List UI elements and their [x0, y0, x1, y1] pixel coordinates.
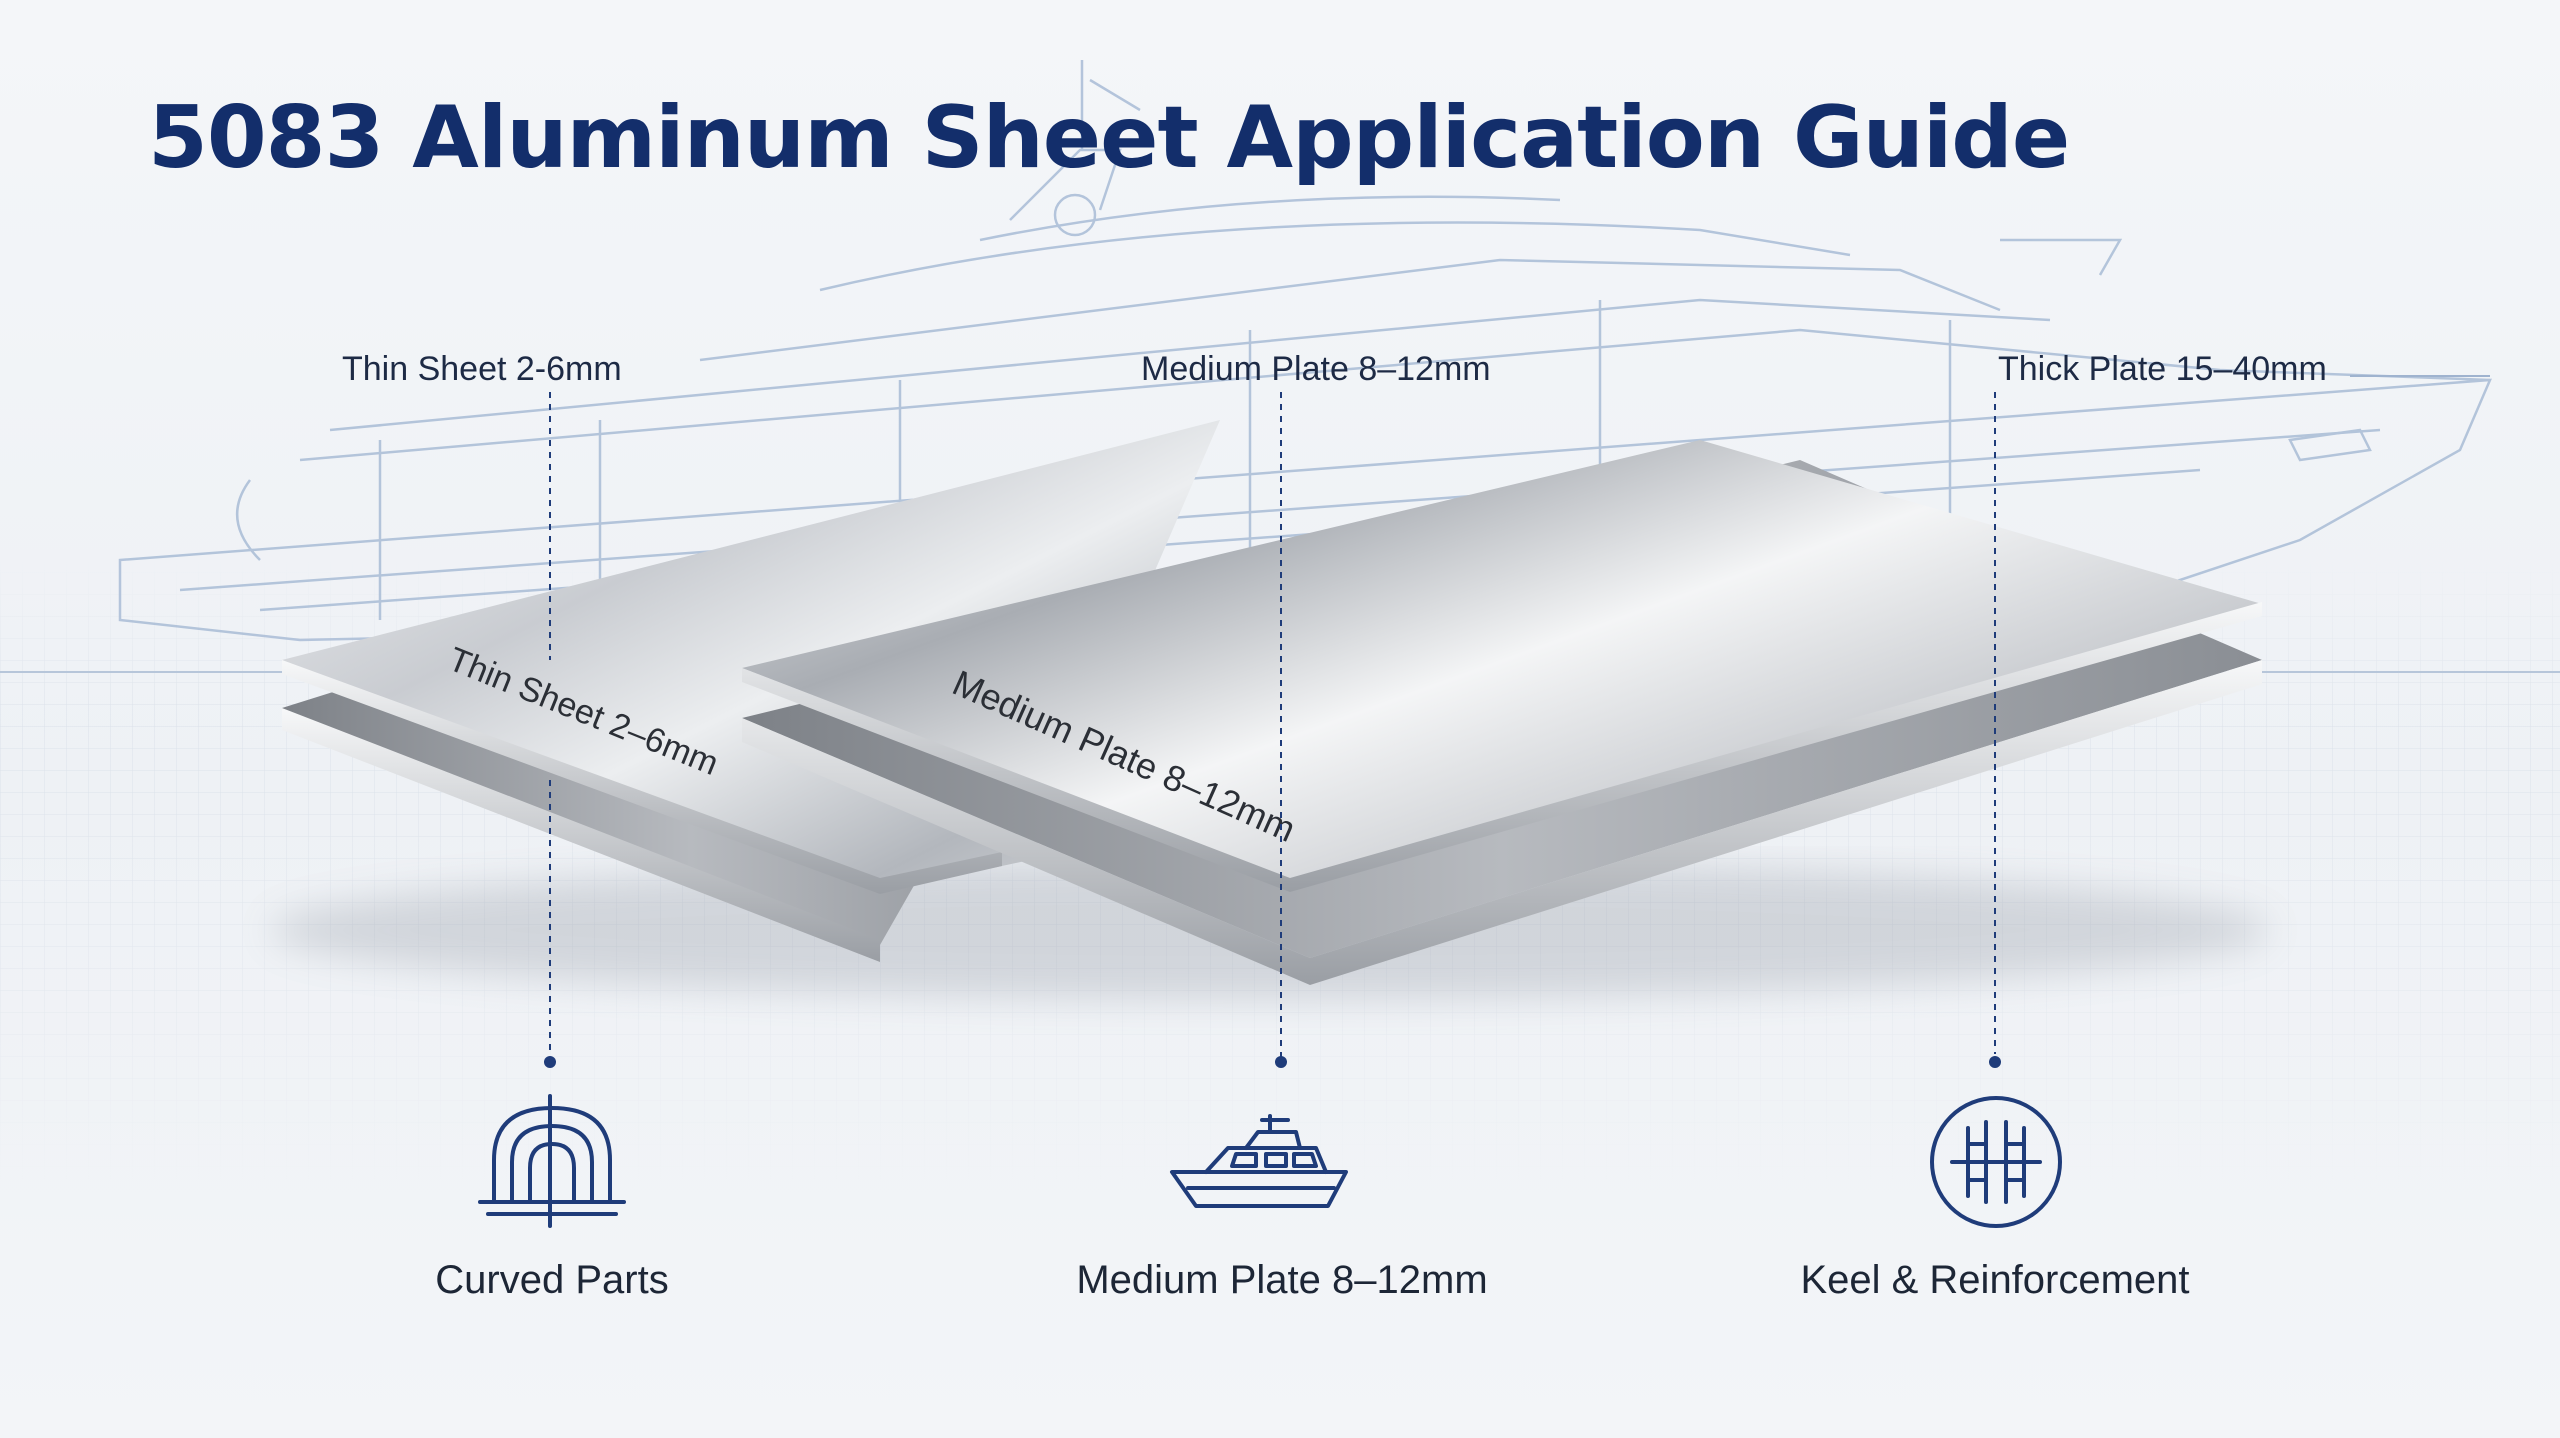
- medium-leader-dot: [1275, 1056, 1287, 1068]
- medium-upper-plate: [742, 440, 2262, 880]
- thick-lower-edge: [742, 660, 2262, 985]
- thick-plate-label: Thick Plate 15–40mm: [1998, 350, 2327, 388]
- keel-reinforcement-label: Keel & Reinforcement: [1800, 1258, 2190, 1302]
- medium-plate-label: Medium Plate 8–12mm: [1141, 350, 1491, 388]
- page-title: 5083 Aluminum Sheet Application Guide: [148, 88, 2070, 188]
- curved-parts-label: Curved Parts: [435, 1258, 669, 1302]
- thin-lower-edge: [282, 708, 880, 962]
- thin-leader-dot: [544, 1056, 556, 1068]
- medium-upper-edge: [742, 602, 2262, 892]
- curved-arch-icon: [478, 1094, 626, 1228]
- thin-upper-edge: [282, 660, 1002, 894]
- thin-sheet-label: Thin Sheet 2-6mm: [342, 350, 622, 388]
- medium-plate-stack: [742, 440, 2262, 985]
- medium-plate-use-label: Medium Plate 8–12mm: [1076, 1258, 1488, 1302]
- thick-leader-dot: [1989, 1056, 2001, 1068]
- yacht-icon: [1170, 1114, 1348, 1208]
- keel-grid-icon: [1930, 1096, 2062, 1228]
